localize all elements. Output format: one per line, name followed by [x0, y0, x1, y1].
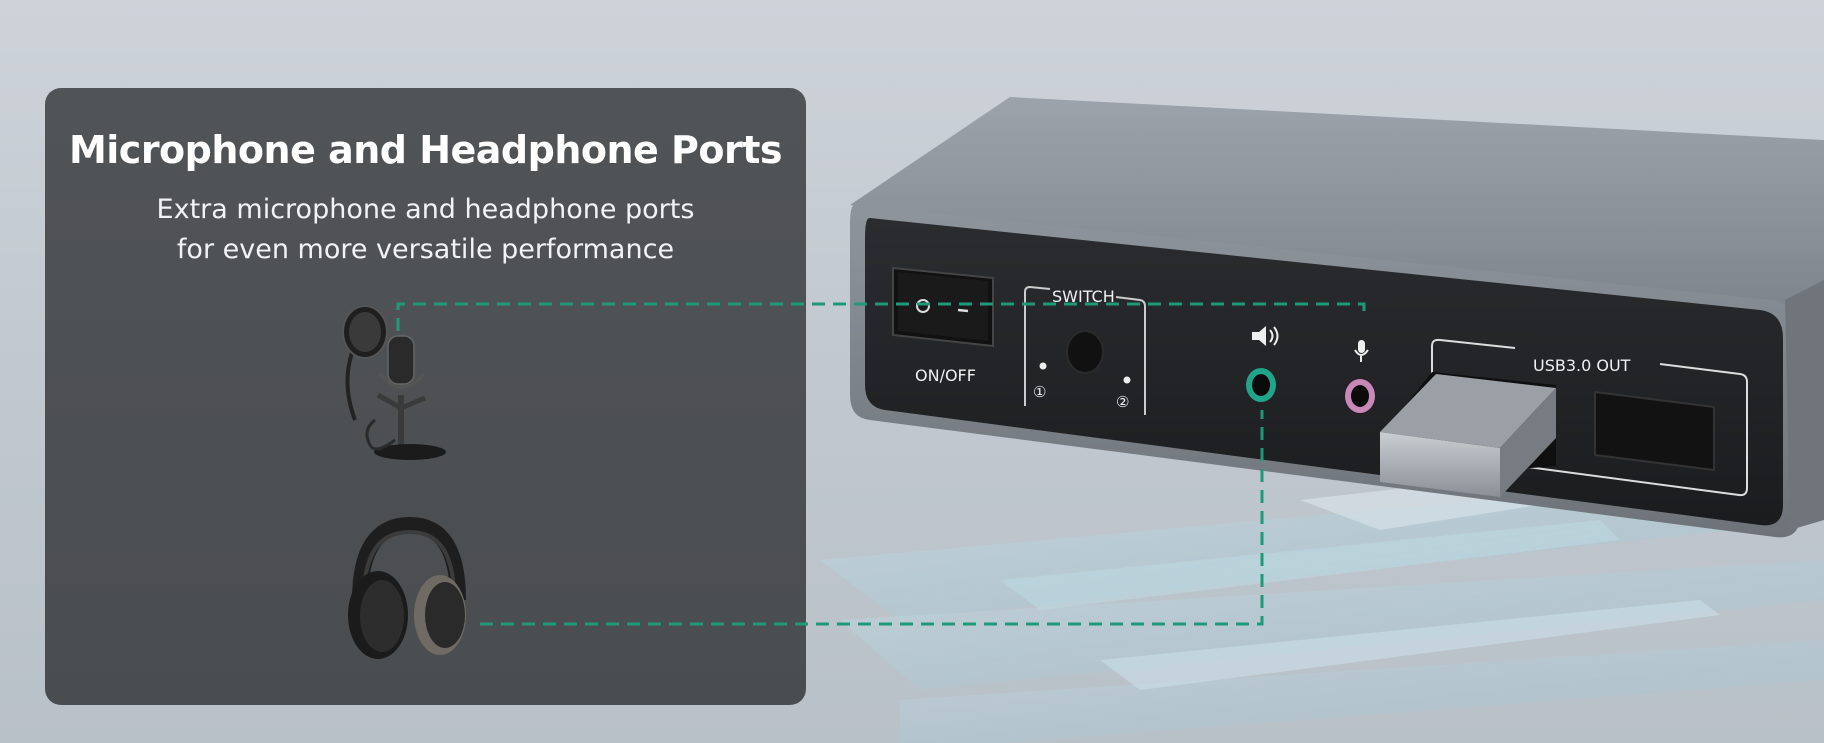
switch-position-2: ②	[1116, 393, 1129, 411]
switch-label: SWITCH	[1052, 287, 1115, 306]
usb-label: USB3.0 OUT	[1533, 356, 1631, 375]
power-switch	[892, 266, 994, 348]
power-label: ON/OFF	[915, 366, 976, 385]
page-subtitle: Extra microphone and headphone ports for…	[45, 190, 806, 270]
device-top	[850, 97, 1824, 315]
switch-group	[1024, 285, 1146, 415]
switch-position-1: ①	[1033, 383, 1046, 401]
mic-port	[1345, 379, 1375, 413]
subtitle-line-2: for even more versatile performance	[176, 234, 675, 265]
mic-icon	[1354, 340, 1369, 362]
usb-plug	[1380, 372, 1556, 497]
speaker-icon	[1252, 326, 1279, 346]
headphones-image	[348, 516, 466, 659]
headphone-port	[1246, 368, 1276, 402]
subtitle-line-1: Extra microphone and headphone ports	[156, 194, 695, 225]
usb-bracket	[1431, 338, 1748, 497]
page-title: Microphone and Headphone Ports	[68, 128, 783, 172]
microphone-image	[342, 305, 446, 460]
